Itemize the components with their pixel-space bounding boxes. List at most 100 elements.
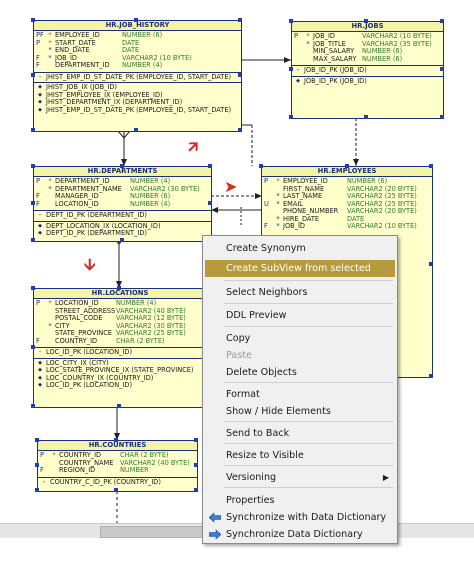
selection-handle[interactable] [114, 488, 118, 492]
menu-item-format[interactable]: Format [205, 386, 395, 403]
index-row[interactable]: ◆LOC_STATE_PROVINCE_IX (STATE_PROVINCE) [34, 366, 206, 375]
selection-handle[interactable] [35, 438, 39, 442]
selection-handle[interactable] [208, 164, 212, 168]
selection-handle[interactable] [35, 488, 39, 492]
selection-handle[interactable] [429, 262, 433, 266]
selection-handle[interactable] [35, 463, 39, 467]
selection-handle[interactable] [31, 238, 35, 242]
menu-item-create-synonym[interactable]: Create Synonym [205, 240, 395, 257]
selection-handle[interactable] [429, 374, 433, 378]
menu-item-delete-objects[interactable]: Delete Objects [205, 364, 395, 381]
selection-handle[interactable] [289, 19, 293, 23]
menu-item-ddl-preview[interactable]: DDL Preview [205, 307, 395, 324]
selection-handle[interactable] [345, 164, 349, 168]
key-row[interactable]: ⬩COUNTRY_C_ID_PK (COUNTRY_ID) [38, 478, 197, 487]
index-row[interactable]: ◆JHIST_EMP_ID_ST_DATE_PK (EMPLOYEE_ID, S… [34, 106, 241, 115]
menu-item-synchronize-data-dictionary[interactable]: Synchronize Data Dictionary [205, 526, 395, 543]
selection-handle[interactable] [440, 67, 444, 71]
selection-handle[interactable] [117, 404, 121, 408]
selection-handle[interactable] [364, 19, 368, 23]
selection-handle[interactable] [440, 19, 444, 23]
menu-item-properties[interactable]: Properties [205, 492, 395, 509]
index-row[interactable]: ◆LOC_COUNTRY_IX (COUNTRY_ID) [34, 374, 206, 383]
index-row[interactable]: ◆LOC_ID_PK (LOCATION_ID) [34, 381, 206, 390]
key-row[interactable]: ⬩LOC_ID_PK (LOCATION_ID) [34, 348, 206, 357]
index-row[interactable]: ◆DEPT_LOCATION_IX (LOCATION_ID) [34, 222, 211, 231]
selection-handle[interactable] [289, 67, 293, 71]
selection-handle[interactable] [238, 18, 242, 22]
key-row[interactable]: ⬩JHIST_EMP_ID_ST_DATE_PK (EMPLOYEE_ID, S… [34, 73, 241, 82]
menu-item-send-to-back[interactable]: Send to Back [205, 425, 395, 442]
key-row[interactable]: ⬩DEPT_ID_PK (DEPARTMENT_ID) [34, 211, 211, 220]
menu-item-create-subview-from-selected[interactable]: Create SubView from selected [205, 260, 395, 277]
selection-handle[interactable] [31, 73, 35, 77]
selection-handle[interactable] [31, 286, 35, 290]
menu-item-versioning[interactable]: Versioning▶ [205, 469, 395, 486]
selection-handle[interactable] [194, 463, 198, 467]
index-row[interactable]: ◆JHIST_EMPLOYEE_IX (EMPLOYEE_ID) [34, 91, 241, 100]
selection-handle[interactable] [31, 128, 35, 132]
index-row[interactable]: ◆JHIST_JOB_IX (JOB_ID) [34, 83, 241, 92]
selection-handle[interactable] [238, 128, 242, 132]
selection-handle[interactable] [31, 404, 35, 408]
selection-handle[interactable] [289, 115, 293, 119]
menu-item-copy[interactable]: Copy [205, 330, 395, 347]
selection-handle[interactable] [31, 345, 35, 349]
menu-item-resize-to-visible[interactable]: Resize to Visible [205, 447, 395, 464]
selection-handle[interactable] [134, 18, 138, 22]
index-row[interactable]: ◆DEPT_ID_PK (DEPARTMENT_ID) [34, 229, 211, 238]
selection-handle[interactable] [31, 164, 35, 168]
selection-handle[interactable] [134, 128, 138, 132]
selection-handle[interactable] [259, 164, 263, 168]
selection-handle[interactable] [440, 115, 444, 119]
selection-handle[interactable] [429, 164, 433, 168]
selection-handle[interactable] [31, 18, 35, 22]
selection-handle[interactable] [208, 201, 212, 205]
key-row[interactable]: ⬩JOB_ID_PK (JOB_ID) [292, 66, 443, 75]
index-row[interactable]: ◆JOB_ID_PK (JOB_ID) [292, 77, 443, 86]
selection-handle[interactable] [120, 164, 124, 168]
menu-item-show-hide-elements[interactable]: Show / Hide Elements [205, 403, 395, 420]
selection-handle[interactable] [194, 488, 198, 492]
selection-handle[interactable] [238, 73, 242, 77]
selection-handle[interactable] [364, 115, 368, 119]
index-row[interactable]: ◆LOC_CITY_IX (CITY) [34, 359, 206, 368]
selection-handle[interactable] [117, 286, 121, 290]
selection-handle[interactable] [120, 238, 124, 242]
selection-handle[interactable] [114, 438, 118, 442]
